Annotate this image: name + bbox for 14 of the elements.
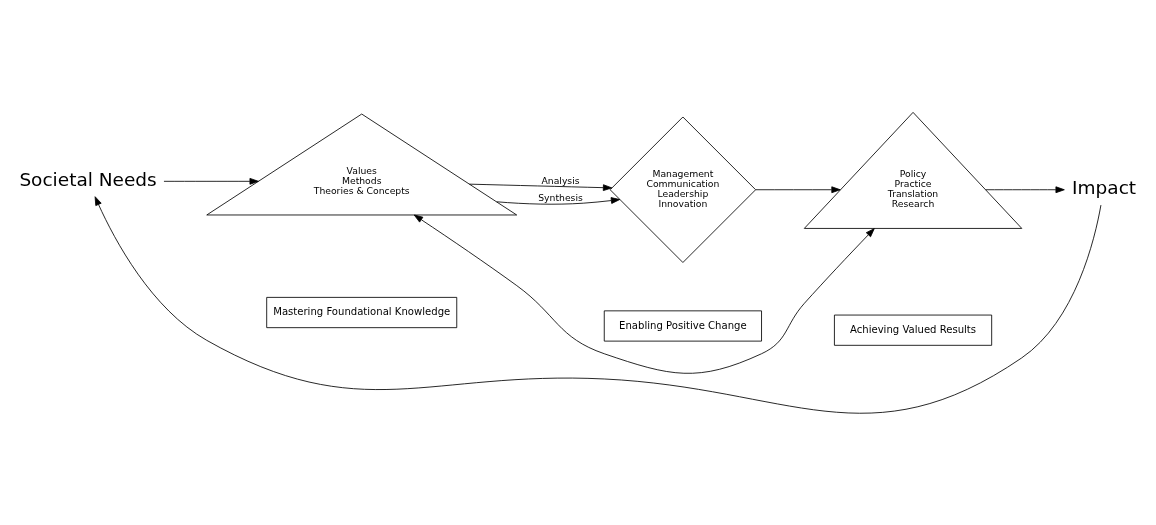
node-box: Mastering Foundational Knowledge — [266, 296, 458, 328]
arrow — [163, 177, 259, 185]
node-text: Societal Needs — [19, 168, 157, 190]
arrow — [755, 185, 841, 193]
arrow — [496, 196, 621, 205]
arrow — [413, 214, 875, 374]
arrow — [468, 183, 613, 191]
node-box: Achieving Valued Results — [834, 314, 993, 346]
arrow — [94, 195, 1102, 414]
arrow — [985, 185, 1065, 193]
node-box: Enabling Positive Change — [603, 309, 762, 342]
edge-label: Analysis — [541, 174, 580, 186]
node-text: Impact — [1072, 176, 1137, 198]
edge-label: Synthesis — [538, 191, 583, 202]
